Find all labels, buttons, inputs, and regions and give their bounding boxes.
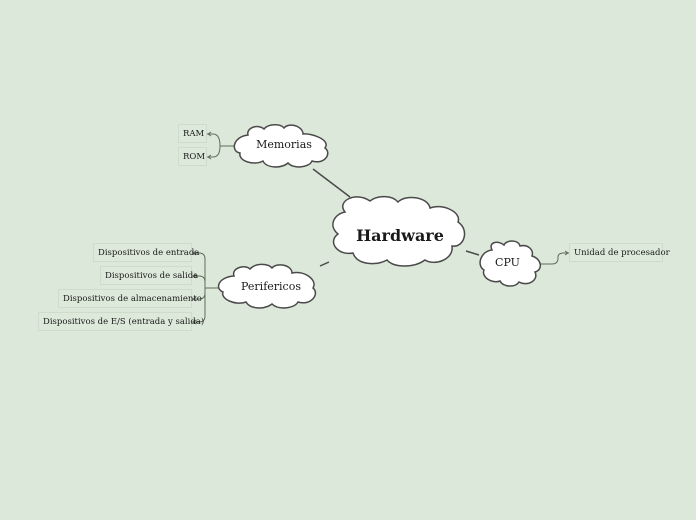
leaf-unidad-procesador[interactable]: Unidad de procesador [569,243,670,262]
connector-hardware-cpu [465,250,480,256]
leaf-ram[interactable]: RAM [178,124,207,143]
perifericos-label[interactable]: Perifericos [241,280,301,293]
perifericos-cloud [217,263,317,309]
leaf-dispositivos-es[interactable]: Dispositivos de E/S (entrada y salida) [38,312,204,331]
connector-hardware-memorias [312,168,351,198]
cpu-label[interactable]: CPU [495,256,520,269]
leaf-dispositivos-almacenamiento[interactable]: Dispositivos de almacenamiento [58,289,202,308]
memorias-label[interactable]: Memorias [256,138,312,151]
cpu-cloud [479,240,541,287]
perifericos-bracket [191,252,222,323]
leaf-dispositivos-salida[interactable]: Dispositivos de salida [100,266,198,285]
hardware-label[interactable]: Hardware [356,226,444,245]
hardware-cloud [332,195,466,267]
cpu-connector [541,252,570,265]
arrow-heads [192,131,569,325]
connector-hardware-perifericos [319,261,330,267]
memorias-bracket [206,133,236,158]
leaf-dispositivos-entrada[interactable]: Dispositivos de entrada [93,243,199,262]
leaf-rom[interactable]: ROM [178,147,207,166]
memorias-cloud [233,124,329,168]
